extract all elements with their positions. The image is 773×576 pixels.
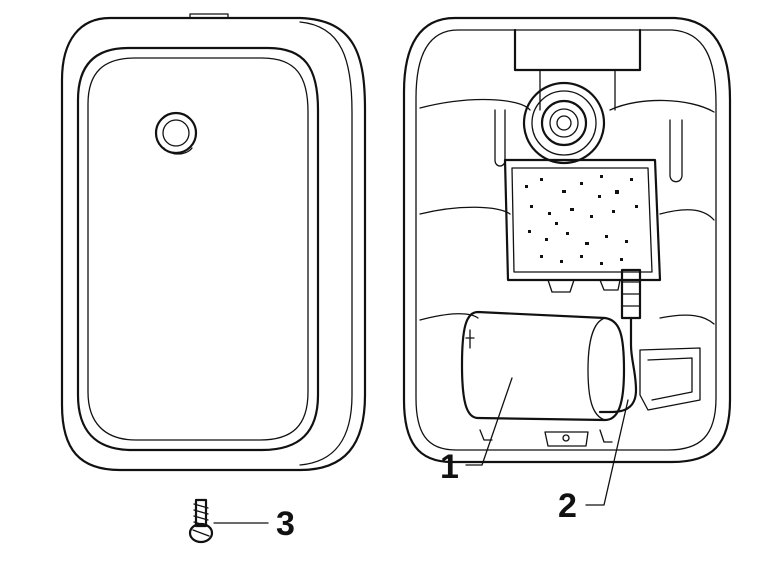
battery-icon <box>460 310 626 422</box>
bottom-clip-icon <box>479 429 613 447</box>
callout-1: 1 <box>440 448 459 486</box>
open-housing-icon <box>402 16 732 464</box>
cable-icon <box>598 268 642 414</box>
callout-3: 3 <box>276 505 295 543</box>
callout-leader-2 <box>585 399 629 506</box>
circuit-board-icon <box>503 158 662 293</box>
board-components <box>525 175 638 265</box>
front-cover-icon <box>60 13 367 472</box>
screw-icon <box>188 498 214 544</box>
callout-leader-1 <box>465 377 513 466</box>
camera-lens-icon <box>522 81 606 165</box>
callout-2: 2 <box>558 487 577 525</box>
